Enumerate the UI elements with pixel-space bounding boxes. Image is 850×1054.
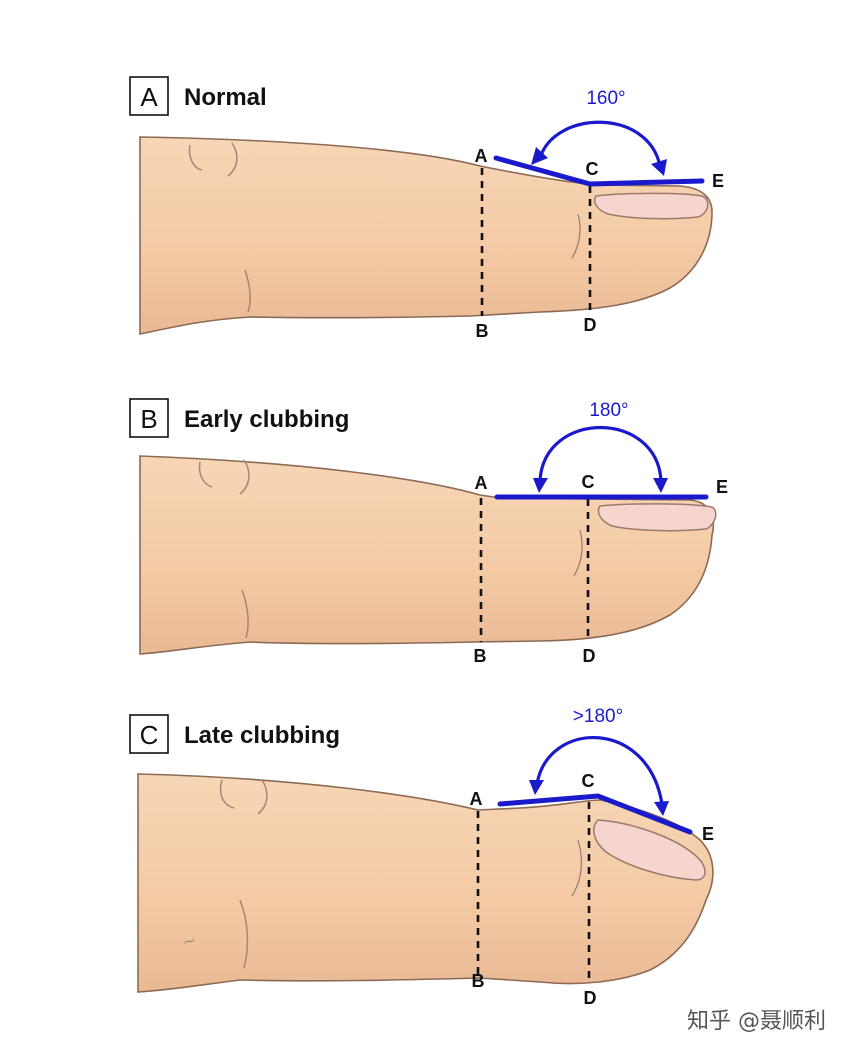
knuckle-crease <box>257 779 268 815</box>
point-label-a: A <box>475 146 488 166</box>
point-label-d: D <box>584 988 597 1008</box>
point-label-a: A <box>475 473 488 493</box>
profile-angle-line <box>493 155 705 187</box>
point-label-e: E <box>712 171 724 191</box>
joint-crease <box>241 589 249 639</box>
fingernail <box>593 192 709 220</box>
panel-letter: C <box>140 720 159 750</box>
point-label-d: D <box>583 646 596 666</box>
arc-arrowhead-left <box>531 147 548 165</box>
point-label-e: E <box>702 824 714 844</box>
knuckle-crease <box>188 144 203 171</box>
panel-letter: B <box>140 404 157 434</box>
finger-shape <box>139 455 715 655</box>
arc-arrowhead-right <box>651 159 667 176</box>
watermark: 知乎 @聂顺利 <box>687 1009 826 1034</box>
panel-letter-box <box>129 398 169 438</box>
panel-title: Normal <box>184 84 267 111</box>
point-label-d: D <box>584 315 597 335</box>
panel-early-clubbing: B Early clubbing 180° A B C D E <box>129 398 728 666</box>
joint-crease <box>239 899 249 969</box>
angle-arc <box>538 425 663 481</box>
panel-title: Late clubbing <box>184 722 340 749</box>
point-label-a: A <box>470 789 483 809</box>
arc-arrowhead-left <box>529 780 544 795</box>
nail-fold <box>571 839 582 897</box>
panel-letter: A <box>140 82 158 112</box>
panel-letter-box <box>129 76 169 116</box>
nail-fold <box>573 529 583 577</box>
finger-shape <box>139 136 713 335</box>
point-label-b: B <box>472 971 485 991</box>
arc-arrowhead-right <box>654 801 669 816</box>
knuckle-crease <box>227 142 238 177</box>
arc-arrowhead-left <box>533 478 548 493</box>
point-label-b: B <box>474 646 487 666</box>
angle-arc <box>538 120 662 167</box>
point-label-c: C <box>586 159 599 179</box>
angle-label: 180° <box>589 400 628 421</box>
angle-label: 160° <box>586 88 625 109</box>
profile-angle-line <box>497 793 693 835</box>
point-label-b: B <box>476 321 489 341</box>
panel-title: Early clubbing <box>184 406 349 433</box>
knuckle-crease <box>219 779 235 809</box>
nail-fold <box>571 213 581 259</box>
fingernail <box>597 503 717 532</box>
panel-late-clubbing: C Late clubbing ~ >180° A B C D E <box>129 706 714 1008</box>
knuckle-crease <box>198 461 213 488</box>
angle-label: >180° <box>573 706 623 727</box>
point-label-c: C <box>582 771 595 791</box>
joint-crease <box>244 269 251 313</box>
artist-signature: ~ <box>180 930 198 952</box>
panel-letter-box <box>129 714 169 754</box>
finger-shape <box>137 773 714 993</box>
point-label-e: E <box>716 477 728 497</box>
arc-arrowhead-right <box>653 478 668 493</box>
fingernail <box>593 819 706 881</box>
knuckle-crease <box>239 459 250 495</box>
panel-normal: A Normal 160° A B C D E <box>129 76 724 341</box>
angle-arc <box>535 736 664 805</box>
point-label-c: C <box>582 472 595 492</box>
